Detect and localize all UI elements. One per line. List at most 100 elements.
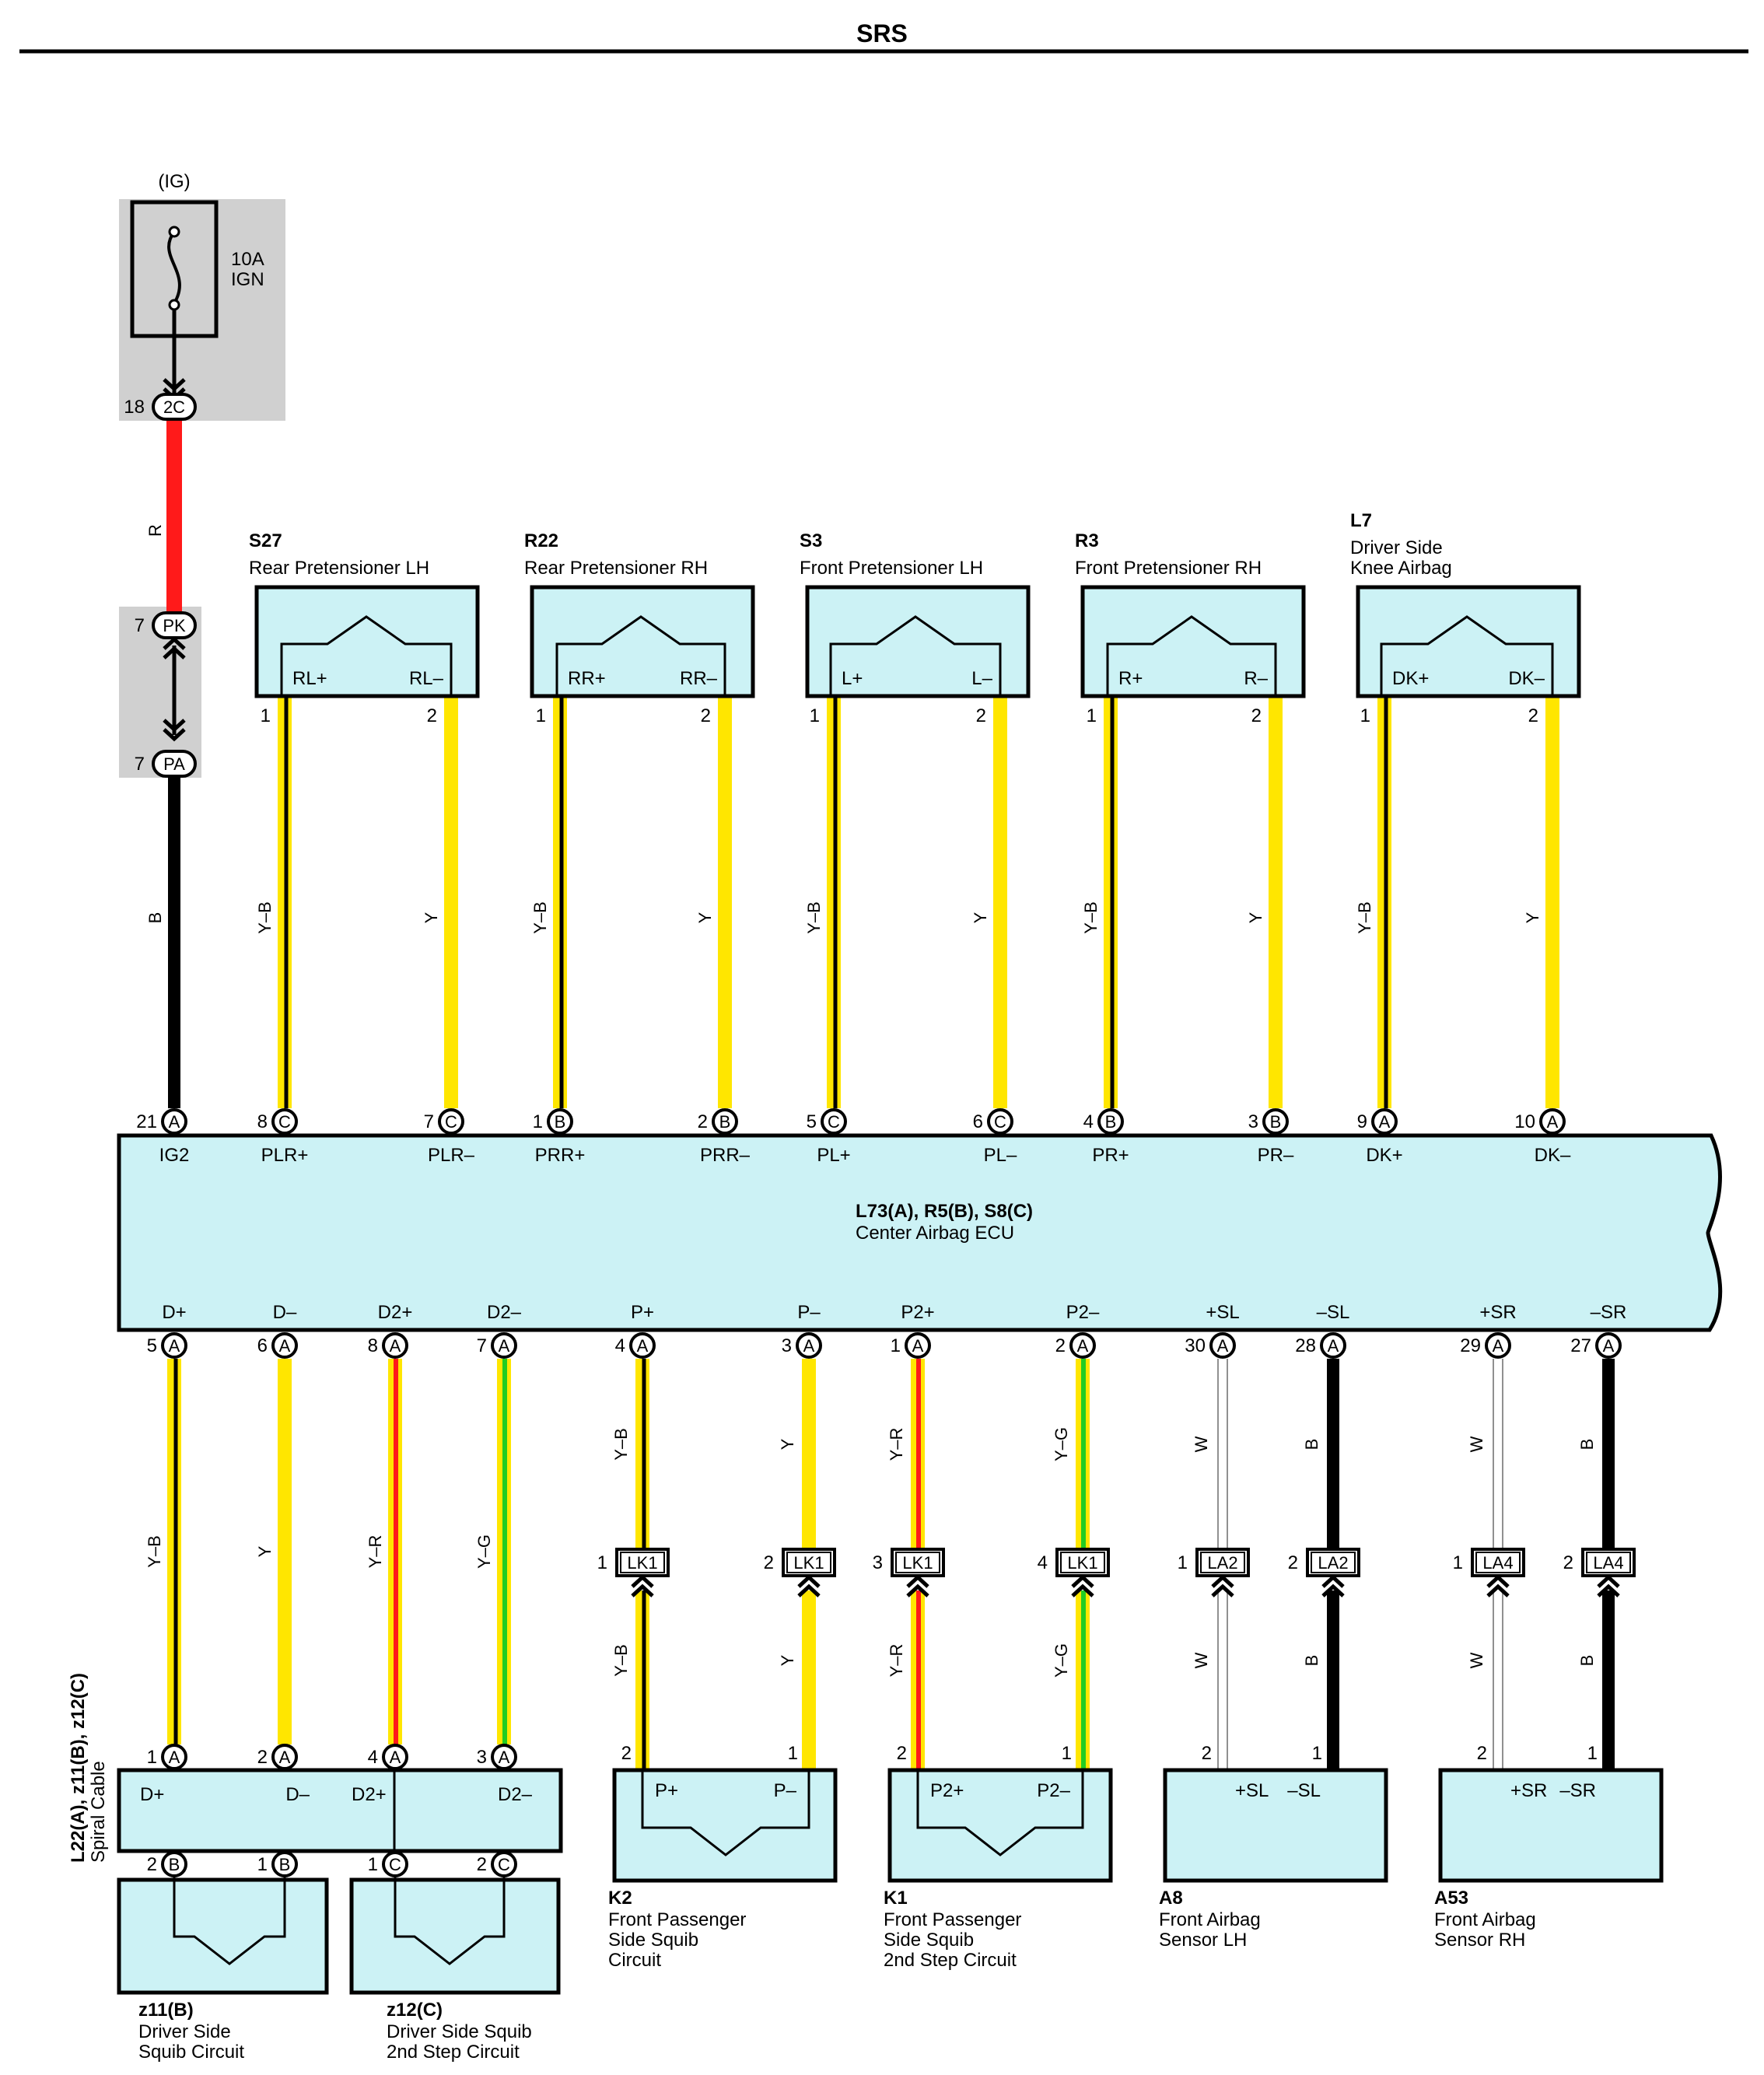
- component-pin-pos: 2: [1477, 1743, 1487, 1764]
- fuse-element: [167, 230, 181, 305]
- inline-chevron: [1071, 1574, 1094, 1588]
- spiral-top-pin: [491, 1744, 517, 1770]
- component-pin-neg: 2: [976, 705, 986, 726]
- ecu-bottom-pin-letter: A: [637, 1336, 649, 1356]
- component-pin-neg: 1: [1587, 1743, 1598, 1764]
- inline-connector-label: LA4: [1482, 1553, 1513, 1573]
- ecu-top-terminal-label: PL+: [817, 1145, 850, 1166]
- ecu-bottom-terminal-label: P2–: [1066, 1302, 1100, 1323]
- junction-chevron-down: [163, 719, 186, 733]
- component-pin-pos: 1: [1087, 705, 1097, 726]
- ecu-top-pin-letter: B: [719, 1112, 731, 1132]
- component-box: [887, 1768, 1113, 1883]
- wires: [166, 310, 1615, 1770]
- ecu-bottom-pin-number: 1: [891, 1335, 901, 1356]
- squib-box: [349, 1877, 561, 1995]
- component-pin-pos: 1: [261, 705, 271, 726]
- component-pin-pos: 2: [1202, 1743, 1212, 1764]
- wire-color-label: Y–B: [804, 901, 824, 934]
- component-code: A8: [1159, 1888, 1183, 1909]
- ecu-bottom-pin-letter: A: [1328, 1336, 1339, 1356]
- component-pin-neg: 1: [788, 1743, 798, 1764]
- wire-color-label: Y: [422, 912, 441, 923]
- junction-bottom: [152, 750, 197, 778]
- fuse-terminal: [168, 299, 180, 311]
- ecu-bottom-terminal-label: D+: [162, 1302, 186, 1323]
- component-box: [805, 585, 1031, 698]
- component-terminal-pos: L+: [842, 668, 863, 689]
- component-terminal-pos: +SR: [1510, 1780, 1547, 1801]
- ecu-code: L73(A), R5(B), S8(C): [856, 1201, 1033, 1222]
- wire-color-label: Y–B: [611, 1428, 631, 1461]
- component-name: Front Pretensioner LH: [800, 558, 983, 579]
- wire-color-label: Y–B: [1081, 901, 1101, 934]
- component-name: Rear Pretensioner LH: [249, 558, 429, 579]
- ecu-top-pin-number: 4: [1083, 1111, 1094, 1132]
- ecu-bottom-terminal-label: +SR: [1479, 1302, 1516, 1323]
- inline-connector-pin: 2: [1288, 1552, 1298, 1573]
- junction-chevron-up: [163, 636, 186, 650]
- pretensioner-symbol: [1106, 615, 1277, 696]
- component-code: R22: [524, 530, 558, 551]
- spiral-bottom-pin: [161, 1851, 187, 1877]
- component-pin-pos: 2: [621, 1743, 632, 1764]
- component-terminal-neg: R–: [1244, 668, 1268, 689]
- ecu-bottom-pin-number: 27: [1570, 1335, 1591, 1356]
- ecu-top-pin-number: 9: [1357, 1111, 1367, 1132]
- ecu-bottom-pin: [271, 1332, 298, 1359]
- spiral-top-pin-number: 1: [147, 1747, 157, 1768]
- spiral-top-pin-number: 3: [477, 1747, 487, 1768]
- component-terminal-neg: RR–: [680, 668, 718, 689]
- component-box: [1356, 585, 1581, 698]
- inline-chevron: [1071, 1583, 1094, 1597]
- ecu-bottom-terminal-label: P+: [631, 1302, 654, 1323]
- junction-chevron-down: [163, 728, 186, 742]
- inline-connector: [615, 1548, 670, 1577]
- ecu-bottom-pin: [1595, 1332, 1622, 1359]
- wire-color-label: W: [1467, 1436, 1486, 1452]
- component-terminal-pos: DK+: [1392, 668, 1429, 689]
- wire-color-label: Y–B: [1355, 901, 1374, 934]
- ecu-top-terminal-label: DK+: [1366, 1145, 1402, 1166]
- component-terminal-pos: P2+: [930, 1780, 964, 1801]
- ecu-top-pin-letter: B: [1105, 1112, 1117, 1132]
- inline-connector-label: LK1: [902, 1553, 933, 1573]
- component-name: Sensor LH: [1159, 1930, 1247, 1951]
- ecu-top-pin: [1371, 1108, 1398, 1135]
- ecu-bottom-pin: [1485, 1332, 1511, 1359]
- ecu-bottom-pin-letter: A: [169, 1336, 180, 1356]
- inline-connector-label: LA2: [1207, 1553, 1237, 1573]
- ecu-top-pin: [1097, 1108, 1124, 1135]
- ecu-bottom-pin-number: 28: [1295, 1335, 1316, 1356]
- fuse-name: IGN: [231, 269, 264, 290]
- component-terminal-neg: –SL: [1287, 1780, 1321, 1801]
- inline-connector-pin: 2: [1563, 1552, 1573, 1573]
- wire-color-label: Y–R: [887, 1644, 906, 1678]
- wire-color-label: Y: [695, 912, 715, 923]
- component-pin-neg: 1: [1062, 1743, 1072, 1764]
- ecu-bottom-pin-letter: A: [1077, 1336, 1089, 1356]
- ecu-bottom-pin-number: 5: [147, 1335, 157, 1356]
- spiral-bottom-pin-letter: B: [279, 1855, 291, 1874]
- ecu-top-pin-number: 5: [807, 1111, 817, 1132]
- component-name: Rear Pretensioner RH: [524, 558, 708, 579]
- fuse-shade: [119, 199, 285, 421]
- spiral-bottom-pin: [271, 1851, 298, 1877]
- pretensioner-symbol: [829, 615, 1002, 696]
- ecu-bottom-pin-number: 29: [1460, 1335, 1481, 1356]
- ecu-top-terminal-label: IG2: [159, 1145, 190, 1166]
- ecu-bottom-pin: [629, 1332, 656, 1359]
- component-box: [612, 1768, 838, 1883]
- component-box: [1438, 1768, 1664, 1883]
- ecu-top-pin-number: 7: [424, 1111, 434, 1132]
- connector-pins: [152, 378, 1636, 1877]
- component-name: Front Passenger: [608, 1909, 746, 1930]
- inline-connector-pin: 1: [597, 1552, 607, 1573]
- inline-connector-label: LK1: [793, 1553, 824, 1573]
- ecu-bottom-terminal-label: –SL: [1317, 1302, 1350, 1323]
- wire-color-label: W: [1192, 1652, 1211, 1668]
- component-pin-neg: 2: [1251, 705, 1262, 726]
- spiral-top-pin: [271, 1744, 298, 1770]
- component-terminal-pos: P+: [655, 1780, 678, 1801]
